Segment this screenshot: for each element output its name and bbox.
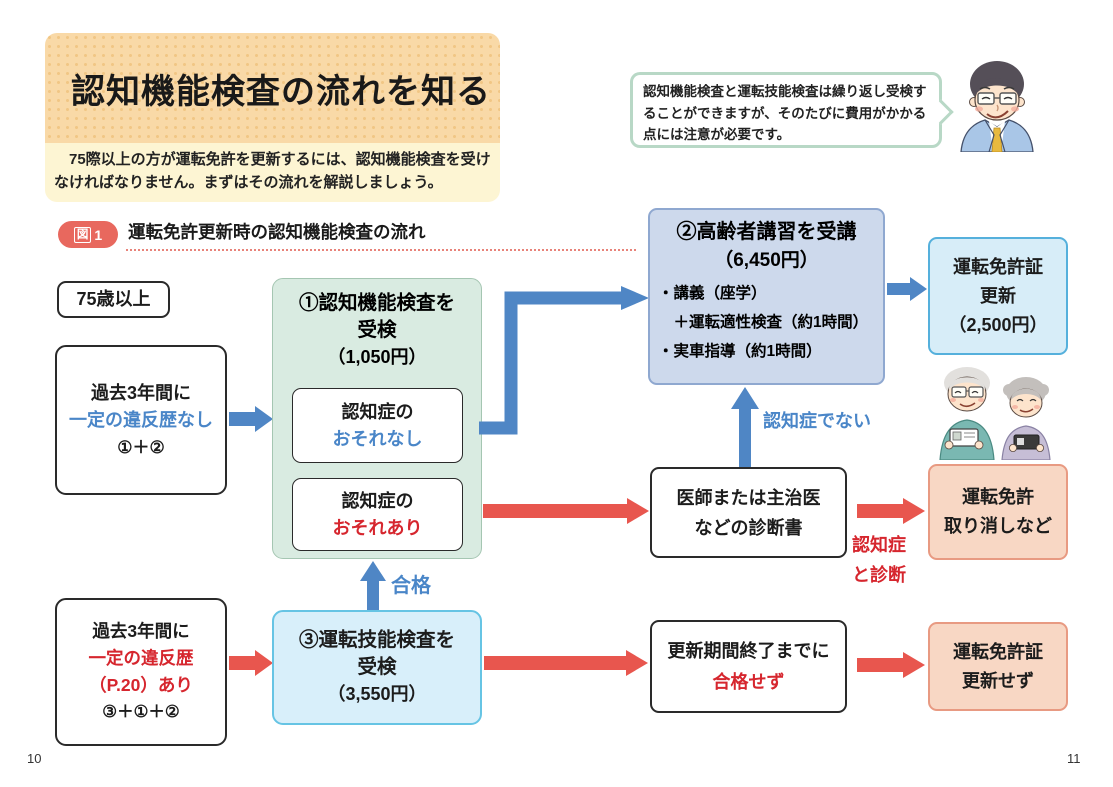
- advisor-speech-bubble: 認知機能検査と運転技能検査は繰り返し受検す ることができますが、そのたびに費用が…: [630, 72, 954, 148]
- figure-badge: 図 1: [58, 221, 118, 248]
- no-risk-line2: おそれなし: [332, 428, 423, 449]
- no-violation-box: 過去3年間に 一定の違反歴なし ①＋②: [55, 345, 227, 495]
- arrow-no-risk-to-lecture: [479, 286, 649, 435]
- revoke-line2: 取り消しなど: [944, 516, 1052, 536]
- violation-box: 過去3年間に 一定の違反歴 （P.20）あり ③＋①＋②: [55, 598, 227, 746]
- dementia-label-line2: と診断: [852, 565, 906, 585]
- lead-text-line2: なければなりません。まずはその流れを解説しましょう。: [54, 174, 443, 191]
- test1-title-line1: ①認知機能検査を: [298, 292, 455, 314]
- lecture-title: ②高齢者講習を受講: [676, 221, 857, 243]
- renew-box: 運転免許証 更新 （2,500円）: [928, 237, 1068, 355]
- lecture-fee: （6,450円）: [714, 250, 819, 271]
- header-block: 認知機能検査の流れを知る 75際以上の方が運転免許を更新するには、認知機能検査を…: [45, 33, 500, 202]
- pass-label: 合格: [391, 575, 431, 597]
- renew-line2: 更新: [980, 285, 1016, 306]
- no-renew-line1: 運転免許証: [953, 641, 1043, 662]
- risk-line1: 認知症の: [341, 490, 414, 511]
- page-number-left: 10: [27, 751, 42, 766]
- not-passed-box: 更新期間終了までに 合格せず: [650, 620, 847, 713]
- no-violation-steps: ①＋②: [117, 437, 165, 457]
- arrow-doctor-to-lecture: [731, 387, 759, 467]
- age-label: 75歳以上: [76, 289, 151, 309]
- risk-line2: おそれあり: [332, 517, 423, 538]
- arrow-not-passed-to-no-renew: [857, 652, 925, 678]
- arrow-violation-to-test3: [229, 650, 273, 676]
- lecture-bullet3: ・実車指導（約1時間）: [658, 343, 822, 360]
- doctor-line1: 医師または主治医: [676, 487, 821, 508]
- violation-line2: 一定の違反歴: [88, 648, 194, 668]
- doctor-line2: などの診断書: [694, 517, 803, 538]
- skill-test-box: ③運転技能検査を 受検 （3,550円）: [272, 610, 482, 725]
- lecture-bullet2: ＋運転適性検査（約1時間）: [658, 314, 869, 331]
- elderly-couple-illustration: [939, 367, 1051, 460]
- arrow-risk-to-doctor: [483, 498, 649, 524]
- no-violation-line1: 過去3年間に: [90, 382, 191, 403]
- renew-line1: 運転免許証: [953, 256, 1043, 277]
- risk-box: 認知症の おそれあり: [292, 478, 463, 551]
- dementia-diagnosis-label: 認知症 と診断: [852, 530, 906, 590]
- lecture-box: ②高齢者講習を受講 （6,450円） ・講義（座学） ＋運転適性検査（約1時間）…: [648, 208, 885, 385]
- test3-fee: （3,550円）: [327, 684, 427, 704]
- figure-caption: 運転免許更新時の認知機能検査の流れ: [128, 222, 426, 242]
- test3-title-line1: ③運転技能検査を: [298, 629, 455, 651]
- lead-text-line1: 75際以上の方が運転免許を更新するには、認知機能検査を受け: [54, 151, 491, 168]
- violation-line1: 過去3年間に: [92, 621, 190, 641]
- figure-badge-kanji: 図: [73, 226, 92, 243]
- no-renew-line2: 更新せず: [962, 670, 1034, 691]
- age-box: 75歳以上: [57, 281, 170, 318]
- violation-line3: （P.20）あり: [89, 675, 193, 695]
- not-passed-line1: 更新期間終了までに: [667, 640, 830, 661]
- dementia-label-line1: 認知症: [852, 535, 906, 555]
- no-violation-line2: 一定の違反歴なし: [69, 409, 213, 430]
- renew-fee: （2,500円）: [948, 314, 1048, 335]
- revoke-box: 運転免許 取り消しなど: [928, 464, 1068, 560]
- advisor-man-illustration: [960, 61, 1034, 152]
- page-number-right: 11: [1067, 751, 1081, 766]
- lecture-bullet1: ・講義（座学）: [658, 285, 767, 302]
- not-passed-line2: 合格せず: [712, 671, 785, 692]
- bubble-line2: ることができますが、そのたびに費用がかかる: [643, 105, 927, 121]
- header-title-band: 認知機能検査の流れを知る: [45, 33, 500, 143]
- arrow-doctor-to-revoke: [857, 498, 925, 524]
- no-risk-box: 認知症の おそれなし: [292, 388, 463, 463]
- arrow-test3-to-test1: [360, 561, 386, 610]
- figure-caption-underline: [126, 249, 636, 251]
- no-renew-box: 運転免許証 更新せず: [928, 622, 1068, 711]
- cognitive-test-panel: ①認知機能検査を 受検 （1,050円） 認知症の おそれなし 認知症の おそれ…: [272, 278, 482, 559]
- header-lead-band: 75際以上の方が運転免許を更新するには、認知機能検査を受け なければなりません。…: [45, 143, 500, 202]
- doctor-box: 医師または主治医 などの診断書: [650, 467, 847, 558]
- arrow-no-violation-to-test1: [229, 406, 273, 432]
- bubble-line1: 認知機能検査と運転技能検査は繰り返し受検す: [643, 84, 927, 99]
- bubble-line3: 点には注意が必要です。: [643, 127, 791, 142]
- no-risk-line1: 認知症の: [341, 401, 414, 422]
- arrow-test3-to-not-passed: [484, 650, 648, 676]
- test3-title-line2: 受検: [357, 656, 397, 678]
- test1-fee: （1,050円）: [327, 347, 427, 367]
- figure-badge-number: 1: [94, 226, 103, 243]
- violation-steps: ③＋①＋②: [102, 703, 180, 721]
- arrow-lecture-to-renew: [887, 277, 927, 301]
- not-dementia-label: 認知症でない: [763, 411, 871, 431]
- page-title: 認知機能検査の流れを知る: [71, 72, 491, 111]
- revoke-line1: 運転免許: [962, 487, 1034, 507]
- test1-title-line2: 受検: [357, 319, 397, 341]
